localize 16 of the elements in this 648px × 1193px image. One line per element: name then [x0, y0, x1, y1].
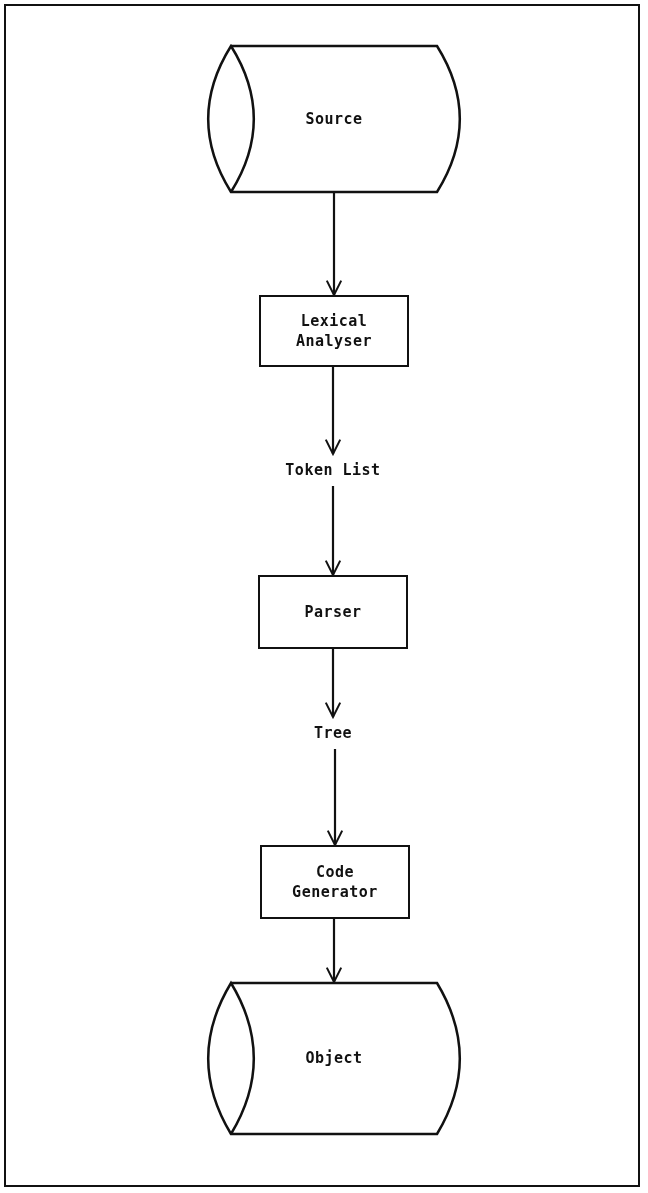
arrow: [324, 367, 342, 455]
arrow: [325, 919, 343, 983]
process-box: [260, 845, 410, 919]
node-label: Parser: [304, 601, 362, 623]
data-label: Token List: [285, 459, 381, 481]
process-box: [258, 575, 408, 649]
process-box: [259, 295, 409, 367]
arrow: [324, 486, 342, 576]
node-label: Object: [305, 1048, 363, 1069]
arrow: [325, 193, 343, 296]
arrow: [326, 749, 344, 846]
node-label: Source: [305, 108, 363, 130]
node-label: Lexical Analyser: [294, 310, 374, 352]
node-label: Code Generator: [291, 861, 379, 903]
data-label: Tree: [313, 722, 353, 744]
arrow: [324, 649, 342, 718]
